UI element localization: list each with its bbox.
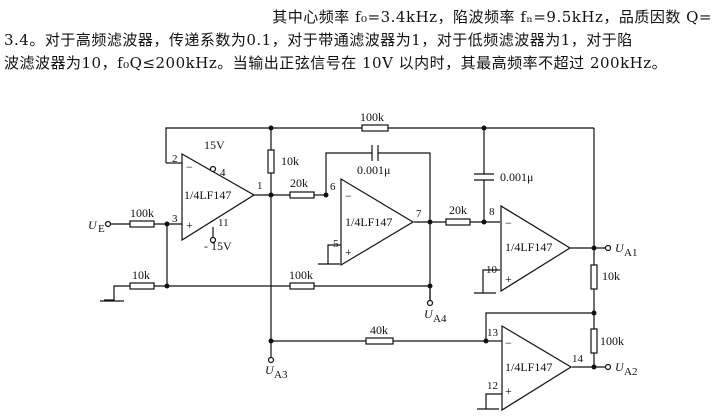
resistor-40k: 40k <box>365 323 394 345</box>
svg-text:13: 13 <box>487 327 499 339</box>
terminal-supply-neg <box>209 236 217 244</box>
svg-text:+: + <box>186 218 193 232</box>
terminal-ua1: U A1 <box>604 241 637 259</box>
svg-text:- 15V: - 15V <box>204 239 232 253</box>
junctions <box>164 125 597 370</box>
terminal-supply-pos <box>209 165 217 173</box>
svg-text:1/4LF147: 1/4LF147 <box>505 240 552 254</box>
svg-text:10k: 10k <box>281 154 299 168</box>
svg-text:100k: 100k <box>130 206 154 220</box>
resistor-ground: 10k <box>129 268 155 290</box>
capacitor-c1: 0.001μ <box>357 145 390 177</box>
svg-text:10k: 10k <box>132 268 150 282</box>
svg-text:100k: 100k <box>289 268 313 282</box>
resistor-100k-mid: 100k <box>289 268 315 290</box>
svg-text:20k: 20k <box>290 176 308 190</box>
svg-text:+: + <box>505 272 512 286</box>
op-amp-1: 2 3 1 4 11 − + 1/4LF147 15V - 15V <box>172 138 263 253</box>
svg-text:10k: 10k <box>602 269 620 283</box>
svg-text:14: 14 <box>572 353 584 365</box>
svg-text:1/4LF147: 1/4LF147 <box>345 215 392 229</box>
svg-text:10: 10 <box>486 264 498 276</box>
svg-text:4: 4 <box>220 167 226 179</box>
svg-text:+: + <box>345 245 352 259</box>
svg-text:12: 12 <box>487 380 498 392</box>
svg-text:2: 2 <box>172 153 178 165</box>
svg-text:0.001μ: 0.001μ <box>357 163 390 177</box>
resistor-10k-vertical: 10k <box>267 149 299 174</box>
resistor-100k-output: 100k <box>590 328 624 354</box>
svg-text:40k: 40k <box>370 323 388 337</box>
svg-text:8: 8 <box>489 206 495 218</box>
resistor-10k-output: 10k <box>590 264 620 290</box>
svg-text:−: − <box>505 336 512 350</box>
capacitor-c2: 0.001μ <box>474 170 533 184</box>
svg-text:20k: 20k <box>449 203 467 217</box>
svg-text:1/4LF147: 1/4LF147 <box>184 188 231 202</box>
resistor-input: 100k <box>129 206 155 228</box>
text-line-3: 波滤波器为10，f₀Q≤200kHz。当输出正弦信号在 10V 以内时，其最高频… <box>4 54 668 72</box>
terminal-ua2: U A2 <box>604 360 637 378</box>
svg-text:−: − <box>505 216 512 230</box>
svg-text:U: U <box>424 307 434 321</box>
svg-text:A1: A1 <box>624 247 637 259</box>
resistor-top-feedback: 100k <box>360 110 389 132</box>
wires <box>100 127 606 410</box>
svg-text:15V: 15V <box>204 138 225 152</box>
text-line-1: 其中心频率 f₀=3.4kHz，陷波频率 fₙ=9.5kHz，品质因数 Q= <box>272 8 712 26</box>
svg-text:5: 5 <box>333 238 339 250</box>
svg-text:A2: A2 <box>624 366 637 378</box>
svg-text:A3: A3 <box>274 369 288 381</box>
svg-text:1/4LF147: 1/4LF147 <box>505 360 552 374</box>
svg-text:U: U <box>615 360 625 374</box>
svg-text:0.001μ: 0.001μ <box>500 170 533 184</box>
svg-text:+: + <box>505 384 512 398</box>
op-amp-3: 8 10 − + 1/4LF147 <box>486 204 572 293</box>
text-line-2: 3.4。对于高频滤波器，传递系数为0.1，对于带通滤波器为1，对于低频滤波器为1… <box>4 31 633 49</box>
svg-text:U: U <box>615 241 625 255</box>
terminal-ua3: U A3 <box>265 341 288 381</box>
resistor-20k-b: 20k <box>445 203 471 226</box>
svg-text:11: 11 <box>218 217 229 229</box>
svg-text:1: 1 <box>257 180 263 192</box>
svg-text:A4: A4 <box>433 313 447 325</box>
svg-text:6: 6 <box>330 181 336 193</box>
op-amp-2: 6 5 7 − + 1/4LF147 <box>330 177 422 267</box>
svg-text:7: 7 <box>416 208 422 220</box>
svg-text:100k: 100k <box>600 334 624 348</box>
op-amp-4: 13 12 14 − + 1/4LF147 <box>487 324 584 412</box>
svg-text:100k: 100k <box>360 110 384 124</box>
terminal-input: U E <box>88 218 112 235</box>
svg-text:E: E <box>98 223 105 235</box>
svg-text:−: − <box>345 189 352 203</box>
svg-text:3: 3 <box>172 213 178 225</box>
terminal-ua4: U A4 <box>424 299 447 325</box>
svg-text:U: U <box>265 363 275 377</box>
resistor-20k-a: 20k <box>289 176 315 199</box>
svg-text:−: − <box>186 160 193 174</box>
svg-text:U: U <box>88 218 98 232</box>
